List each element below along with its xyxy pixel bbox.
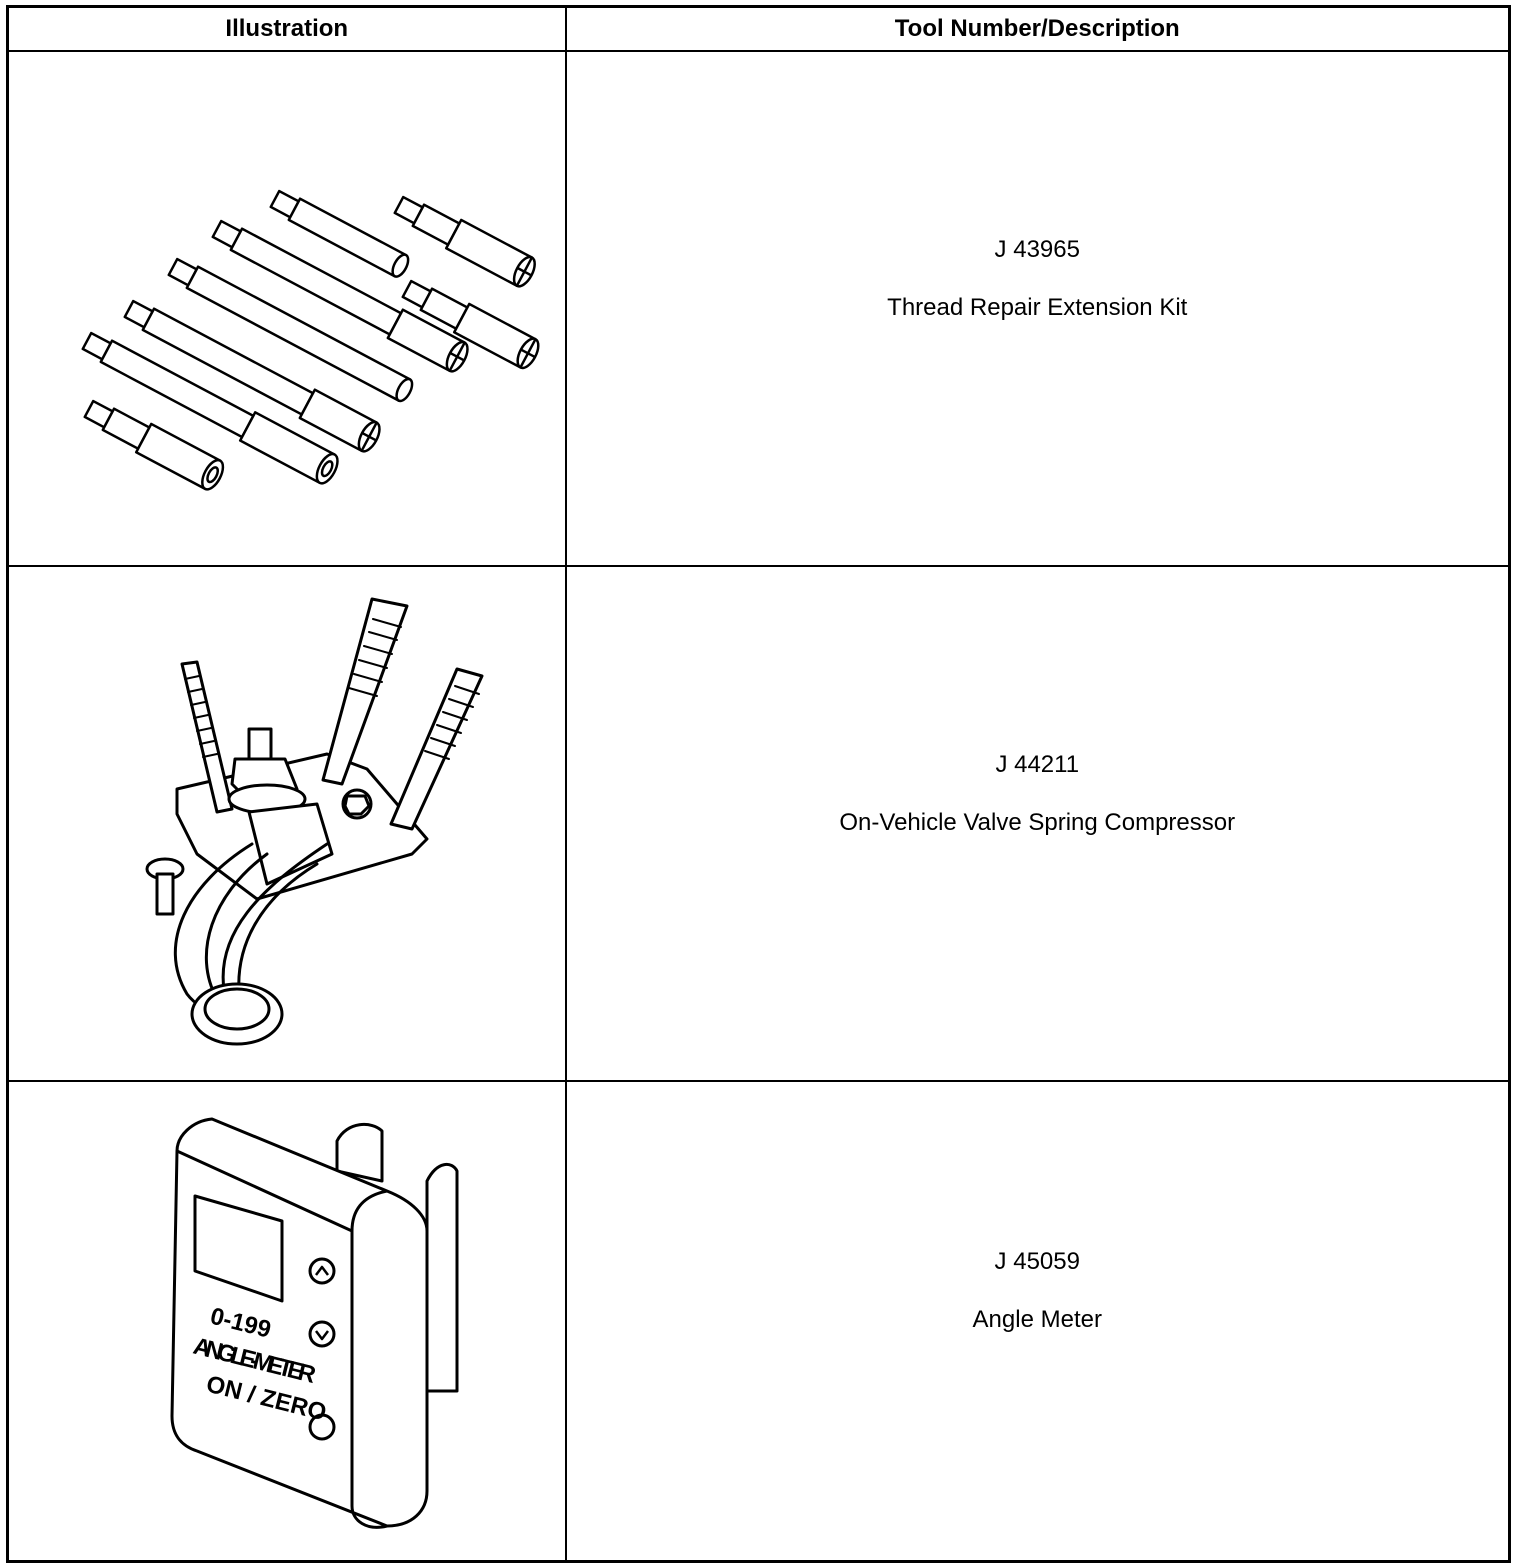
extension-bars-illustration xyxy=(81,189,540,491)
table-row: J 43965 Thread Repair Extension Kit xyxy=(6,50,1511,567)
header-description: Tool Number/Description xyxy=(564,5,1511,52)
illustration-cell xyxy=(6,50,567,567)
tool-name: Thread Repair Extension Kit xyxy=(887,293,1188,321)
description-cell: J 44211 On-Vehicle Valve Spring Compress… xyxy=(564,565,1511,1082)
tool-name: On-Vehicle Valve Spring Compressor xyxy=(839,808,1236,836)
angle-meter-illustration: 0-199 ANGLE-METER ON / ZERO xyxy=(170,1117,459,1529)
table-row: 0-199 ANGLE-METER ON / ZERO J 45059 Angl… xyxy=(6,1080,1511,1563)
valve-spring-compressor-illustration xyxy=(145,597,484,1045)
tool-number: J 45059 xyxy=(994,1248,1080,1275)
tool-table: Illustration Tool Number/Description xyxy=(6,5,1511,1563)
description-cell: J 43965 Thread Repair Extension Kit xyxy=(564,50,1511,567)
header-illustration: Illustration xyxy=(6,5,567,52)
tool-number: J 44211 xyxy=(995,750,1080,778)
illustration-cell: 0-199 ANGLE-METER ON / ZERO xyxy=(6,1080,567,1563)
tool-name: Angle Meter xyxy=(972,1306,1102,1333)
table-header-row: Illustration Tool Number/Description xyxy=(6,5,1511,52)
tool-number: J 43965 xyxy=(994,235,1080,263)
table-row: J 44211 On-Vehicle Valve Spring Compress… xyxy=(6,565,1511,1082)
description-cell: J 45059 Angle Meter xyxy=(564,1080,1511,1563)
illustration-cell xyxy=(6,565,567,1082)
